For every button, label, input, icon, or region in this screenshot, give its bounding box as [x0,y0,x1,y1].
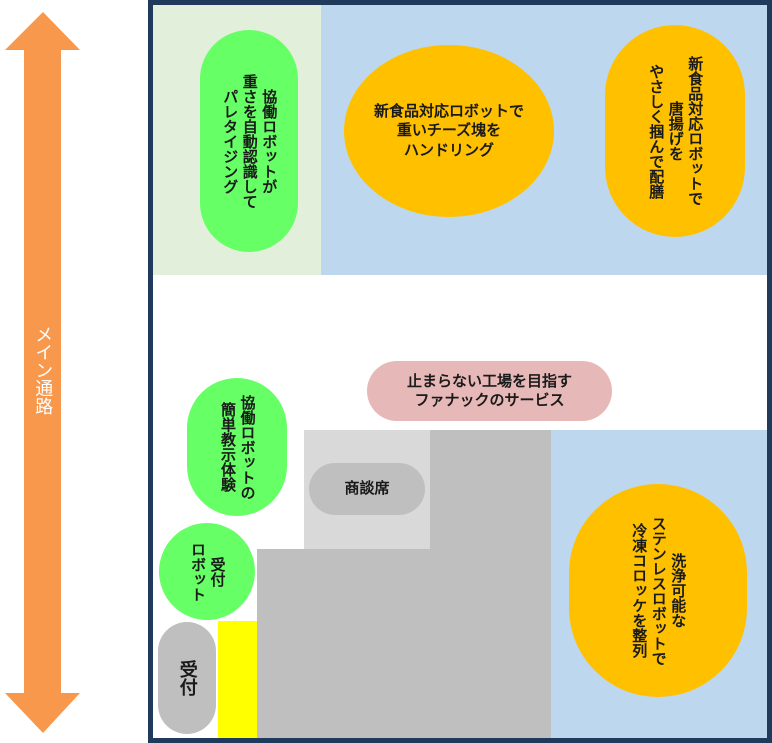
booth-stainless-robot: 洗浄可能な ステンレスロボットで 冷凍コロッケを整列 [569,484,747,697]
booth-palletizing: 協働ロボットが 重さを自動認識して パレタイジング [200,30,298,252]
yellow-strip [218,621,257,738]
reception-robot: 受付 ロボット [159,523,255,620]
main-aisle-label: メイン通路 [32,325,54,415]
booth-area-frame [148,0,772,743]
booth-cheese-handling: 新食品対応ロボットで 重いチーズ塊を ハンドリング [344,45,554,217]
gray-block-upper [430,430,551,550]
meeting-seat: 商談席 [309,463,425,515]
gray-block-lower [257,549,551,738]
booth-karaage-serving: 新食品対応ロボットで 唐揚げを やさしく掴んで配膳 [605,25,745,237]
reception-desk: 受付 [158,622,216,734]
booth-teaching-experience: 協働ロボットの 簡単教示体験 [187,378,287,516]
main-aisle-arrow [5,12,80,733]
services-banner: 止まらない工場を目指す ファナックのサービス [367,361,612,421]
